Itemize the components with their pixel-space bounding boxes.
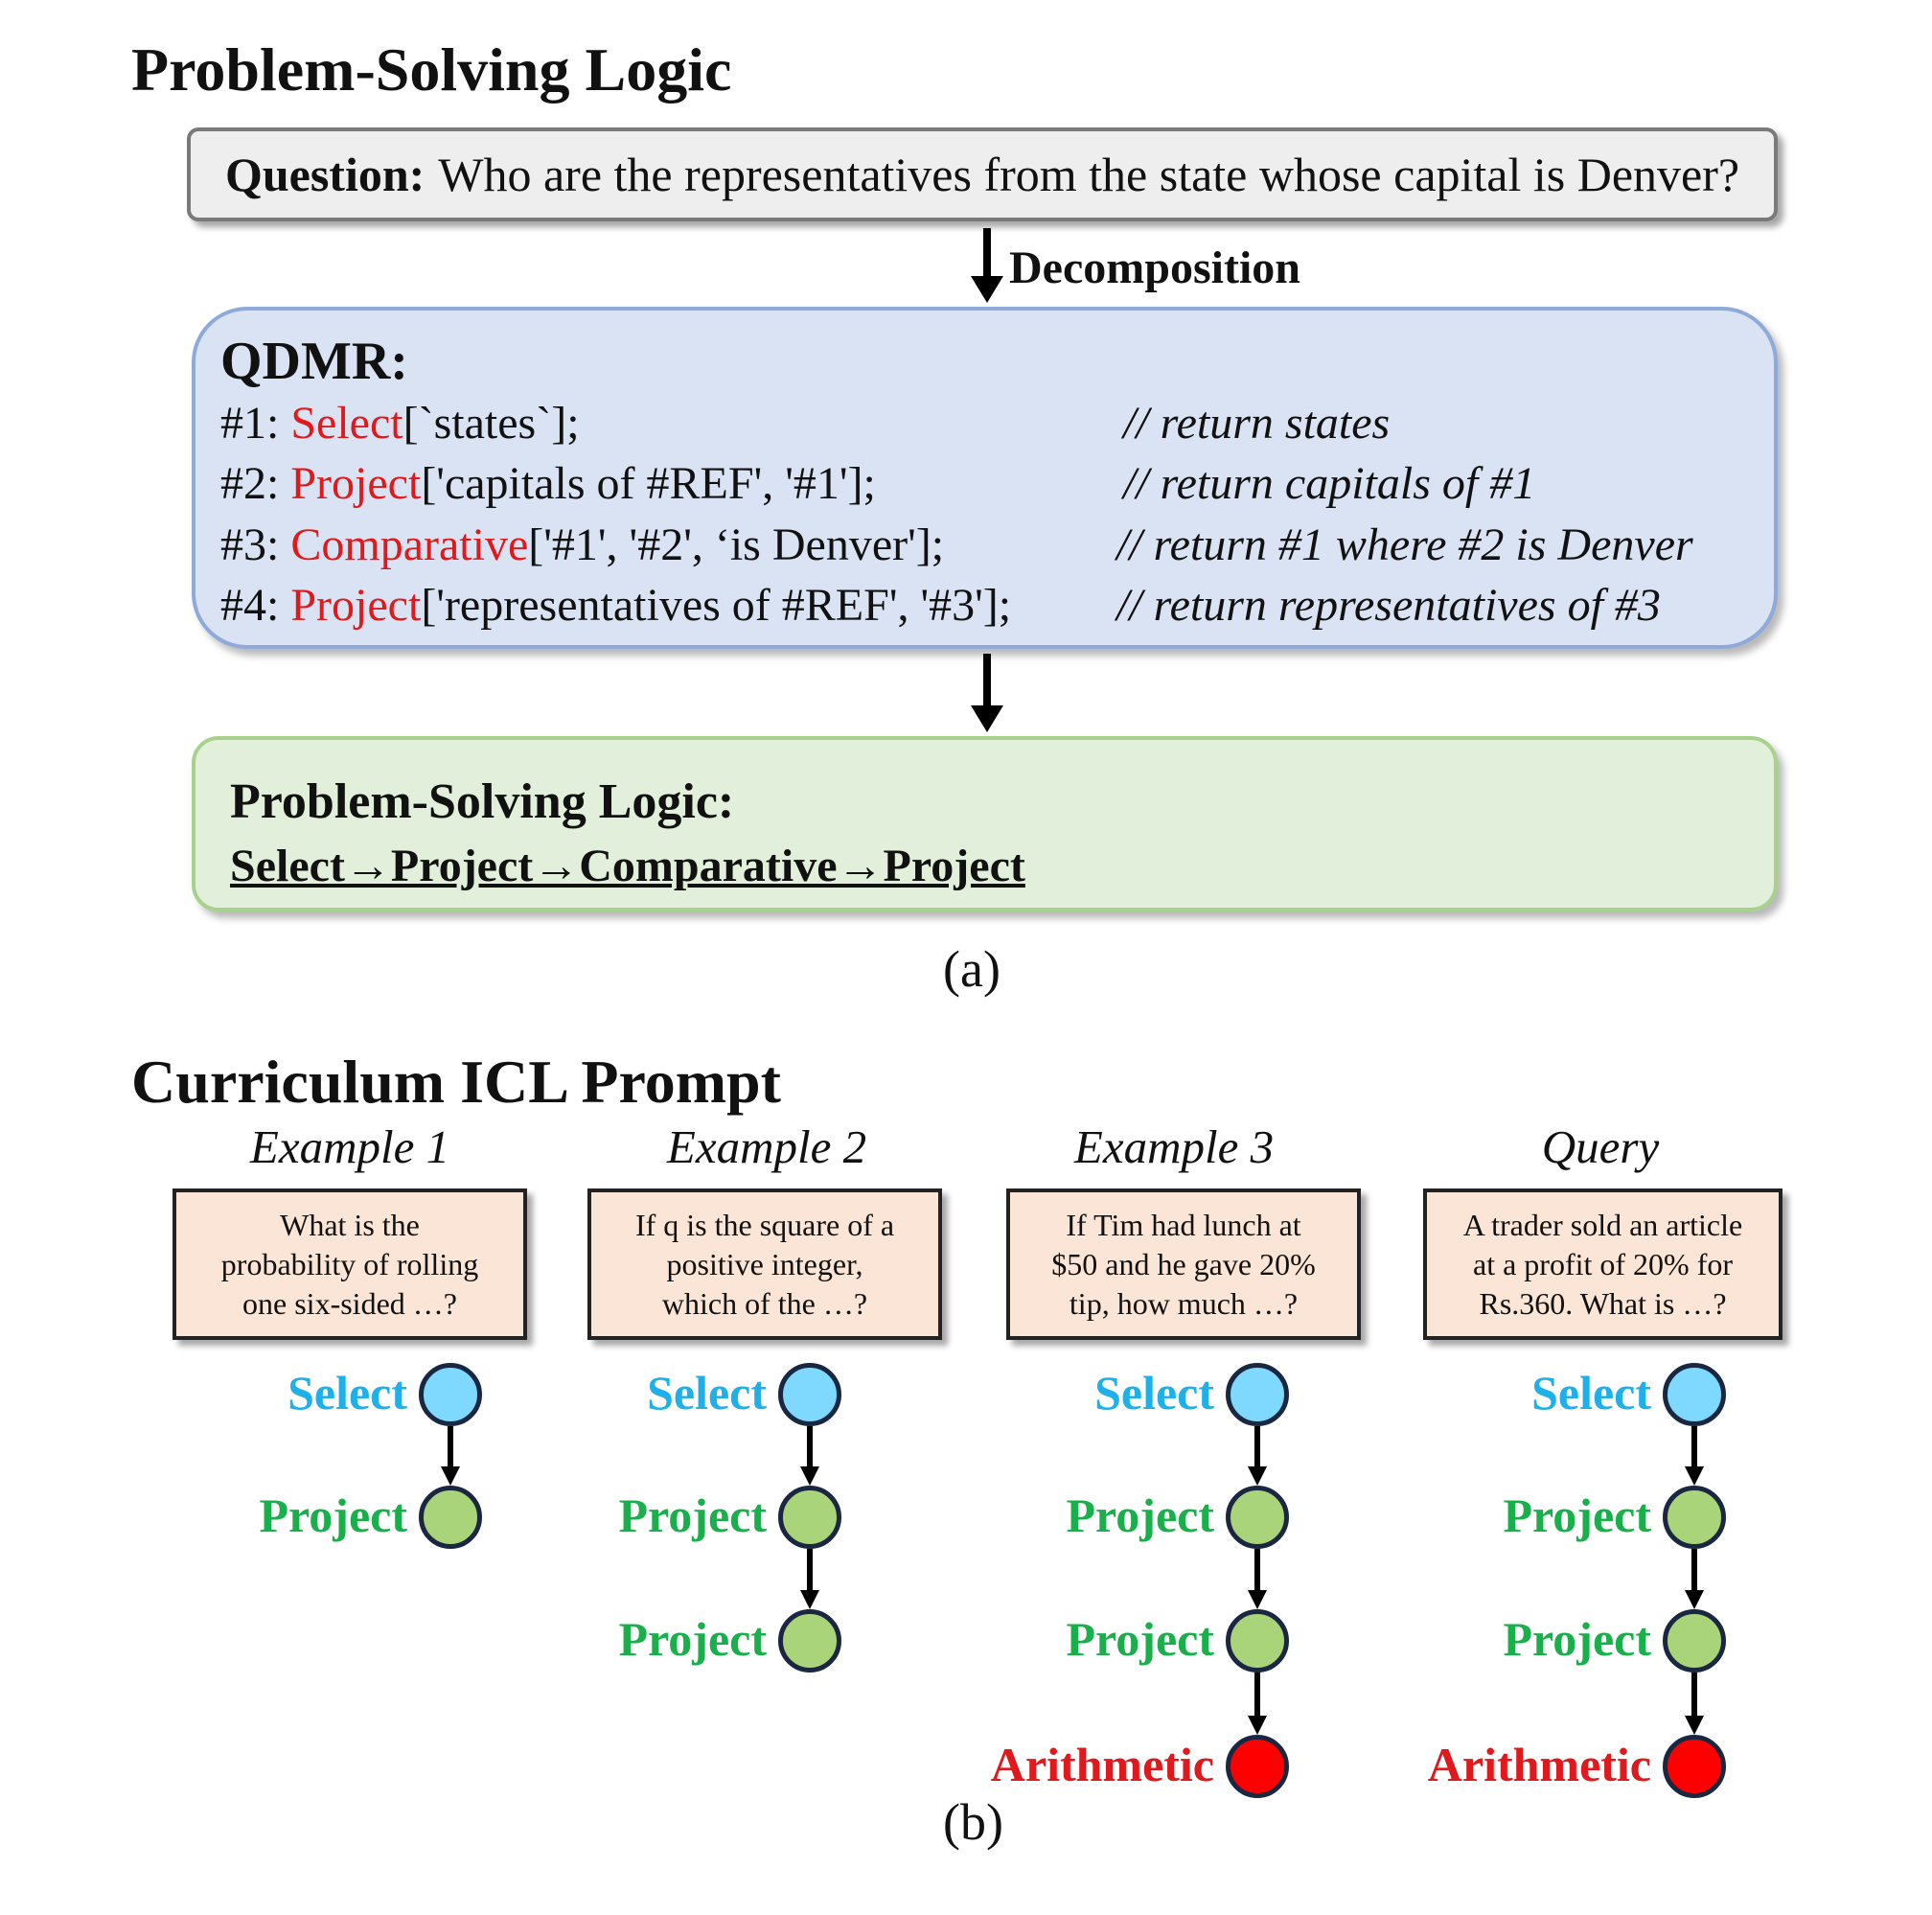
example-question-box: A trader sold an article at a profit of 2… (1423, 1188, 1782, 1340)
qdmr-comment-4: // return representatives of #3 (1116, 580, 1661, 631)
qdmr-comment-2: // return capitals of #1 (1123, 458, 1536, 509)
arithmetic-node-label: Arithmetic (1427, 1738, 1651, 1791)
select-node-label: Select (288, 1366, 407, 1419)
flow-arrow (1248, 1426, 1267, 1486)
flow-arrow (1248, 1549, 1267, 1609)
column-title: Example 3 (1073, 1120, 1275, 1173)
step-id: #1: (220, 398, 280, 449)
example-question-box: What is the probability of rolling one six… (172, 1188, 527, 1340)
select-node-label: Select (1531, 1366, 1651, 1419)
flow-arrow (800, 1426, 819, 1486)
select-node-label: Select (647, 1366, 767, 1419)
question-line: What is the (280, 1207, 420, 1242)
project-node (1663, 1486, 1726, 1549)
question-line: which of the …? (661, 1285, 868, 1321)
select-node (778, 1363, 841, 1426)
qdmr-step-1: #1: Select[`states`]; (220, 401, 580, 447)
step-operator: Project (290, 580, 422, 631)
question-line: $50 and he gave 20% (1051, 1246, 1316, 1281)
example-question-box: If Tim had lunch at $50 and he gave 20% ti… (1006, 1188, 1361, 1340)
project-node-label: Project (618, 1488, 767, 1542)
arithmetic-node (1226, 1735, 1289, 1798)
select-node (1663, 1363, 1726, 1426)
caption-a: (a) (943, 940, 1000, 998)
example-question-text: If q is the square of a positive integer,… (635, 1206, 894, 1324)
project-node-label: Project (1066, 1612, 1214, 1666)
qdmr-step-4: #4: Project['representatives of #REF', '… (220, 583, 1011, 629)
select-node (1226, 1363, 1289, 1426)
question-line: at a profit of 20% for (1472, 1246, 1733, 1281)
step-id: #4: (220, 580, 280, 631)
question-text: Who are the representatives from the sta… (438, 148, 1740, 201)
example-question-text: If Tim had lunch at $50 and he gave 20% ti… (1051, 1206, 1315, 1324)
qdmr-step-2: #2: Project['capitals of #REF', '#1']; (220, 461, 876, 507)
step-operator: Comparative (290, 519, 529, 570)
project-node-label: Project (1503, 1612, 1651, 1666)
select-node (419, 1363, 482, 1426)
project-node-label: Project (1066, 1488, 1214, 1542)
question-label: Question: (224, 148, 426, 201)
step-args: ['capitals of #REF', '#1']; (421, 458, 876, 509)
project-node-label: Project (1503, 1488, 1651, 1542)
step-args: ['representatives of #REF', '#3']; (421, 580, 1012, 631)
qdmr-box (192, 307, 1778, 649)
part-a-title: Problem-Solving Logic (131, 35, 732, 104)
logic-label: Problem-Solving Logic: (230, 774, 735, 829)
project-node (419, 1486, 482, 1549)
logic-box (192, 736, 1778, 911)
question-line: If Tim had lunch at (1066, 1207, 1301, 1242)
step-operator: Select (290, 398, 403, 449)
project-node-label: Project (259, 1488, 407, 1542)
question-line: If q is the square of a (634, 1207, 895, 1242)
project-node-label: Project (618, 1612, 767, 1666)
arithmetic-node-label: Arithmetic (990, 1738, 1214, 1791)
step-args: ['#1', '#2', ‘is Denver']; (528, 519, 945, 570)
column-title: Query (1541, 1120, 1660, 1173)
step-id: #2: (220, 458, 280, 509)
example-question-text: A trader sold an article at a profit of 2… (1463, 1206, 1742, 1324)
column-title: Example 2 (666, 1120, 867, 1173)
project-node (778, 1486, 841, 1549)
step-args: [`states`]; (402, 398, 580, 449)
select-node-label: Select (1094, 1366, 1214, 1419)
project-node (1663, 1609, 1726, 1673)
example-question-text: What is the probability of rolling one six… (221, 1206, 478, 1324)
column-title: Example 1 (249, 1120, 450, 1173)
logic-chain: Select→Project→Comparative→Project (230, 841, 1025, 891)
caption-b: (b) (943, 1793, 1003, 1851)
step-operator: Project (290, 458, 422, 509)
decomposition-label: Decomposition (1009, 242, 1300, 293)
arithmetic-node (1663, 1735, 1726, 1798)
project-node (1226, 1609, 1289, 1673)
qdmr-comment-3: // return #1 where #2 is Denver (1116, 519, 1693, 570)
question-line: A trader sold an article (1462, 1207, 1743, 1242)
flow-arrow (1685, 1426, 1704, 1486)
flow-arrow (1685, 1549, 1704, 1609)
flow-arrow (441, 1426, 460, 1486)
question-line: probability of rolling (220, 1246, 479, 1281)
question-line: one six-sided …? (242, 1285, 457, 1321)
part-b-title: Curriculum ICL Prompt (131, 1048, 781, 1116)
question-line: tip, how much …? (1069, 1285, 1299, 1321)
question-box: Question: Who are the representatives fr… (187, 127, 1778, 221)
project-node (778, 1609, 841, 1673)
step-id: #3: (220, 519, 280, 570)
question-line: Rs.360. What is …? (1479, 1285, 1727, 1321)
flow-arrow (1248, 1673, 1267, 1735)
flow-arrow (800, 1549, 819, 1609)
logic-arrow (971, 654, 1003, 732)
project-node (1226, 1486, 1289, 1549)
decomposition-arrow (971, 228, 1003, 303)
qdmr-comment-1: // return states (1123, 398, 1391, 449)
example-question-box: If q is the square of a positive integer,… (587, 1188, 942, 1340)
qdmr-step-3: #3: Comparative['#1', '#2', ‘is Denver']… (220, 522, 944, 568)
question-line: positive integer, (666, 1246, 863, 1281)
flow-arrow (1685, 1673, 1704, 1735)
qdmr-label: QDMR: (220, 332, 408, 391)
